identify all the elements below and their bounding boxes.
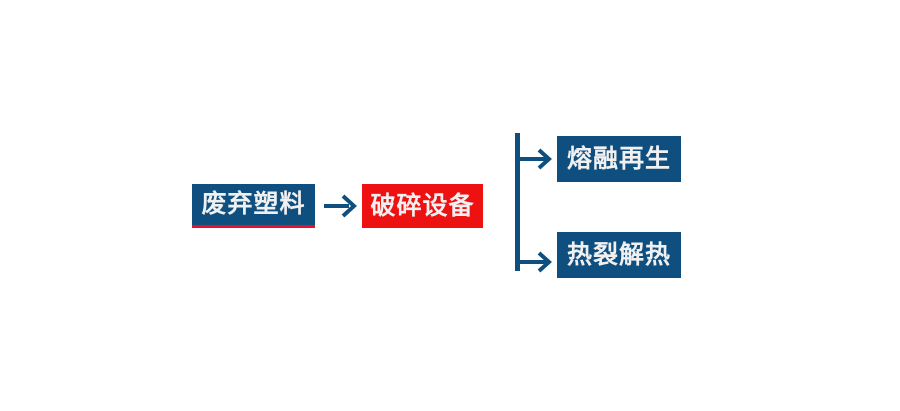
node-output-melt-regeneration[interactable]: 熔融再生 bbox=[557, 136, 681, 182]
node-input-label: 废弃塑料 bbox=[201, 190, 306, 218]
arrow-right-icon-main-svg bbox=[324, 194, 357, 218]
arrow-right-icon-branch-1-svg bbox=[516, 148, 552, 170]
node-input-waste-plastic[interactable]: 废弃塑料 bbox=[192, 184, 315, 228]
node-output-2-label: 热裂解热 bbox=[566, 240, 671, 269]
node-process-crusher-equipment[interactable]: 破碎设备 bbox=[362, 184, 483, 228]
node-output-pyrolysis-heat[interactable]: 热裂解热 bbox=[557, 232, 681, 278]
arrow-right-icon-branch-2-svg bbox=[516, 251, 552, 273]
arrow-right-icon-main bbox=[323, 191, 359, 221]
arrow-right-icon-branch-1 bbox=[516, 146, 558, 172]
node-process-label: 破碎设备 bbox=[370, 191, 475, 220]
node-output-1-label: 熔融再生 bbox=[566, 144, 671, 173]
arrow-right-icon-branch-2 bbox=[516, 249, 558, 275]
vertical-bus-line bbox=[515, 133, 520, 271]
